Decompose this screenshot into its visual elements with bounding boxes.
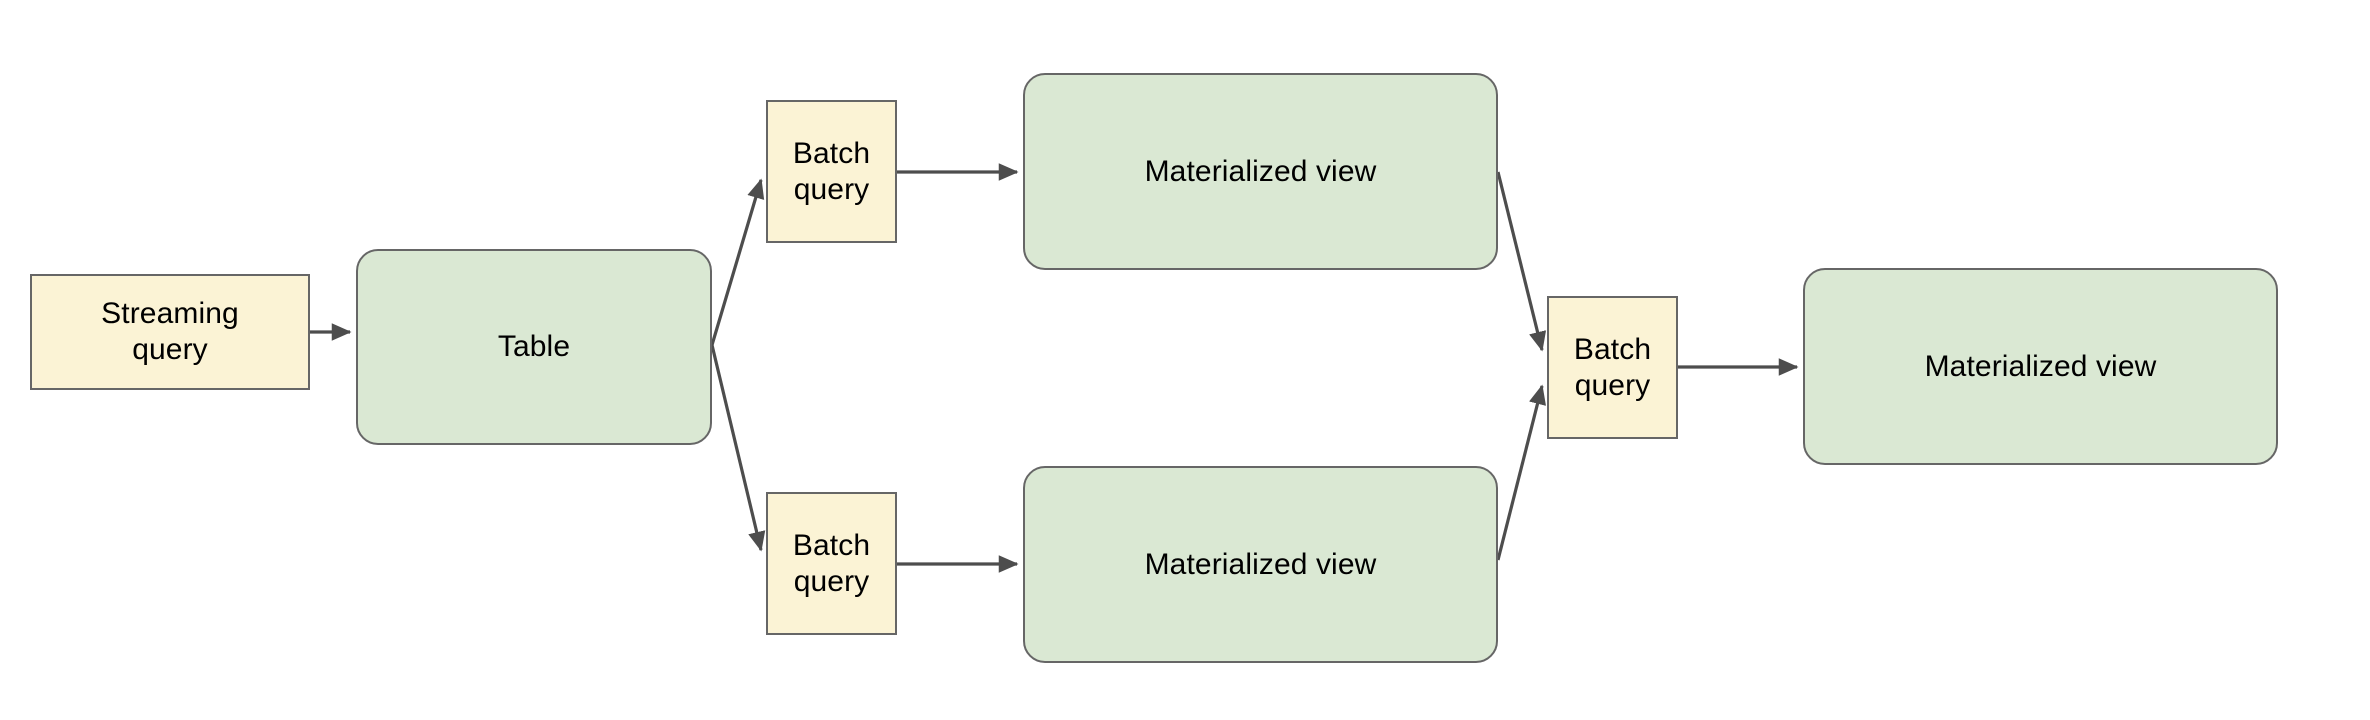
node-materialized-view-final-label: Materialized view: [1924, 349, 2157, 383]
node-streaming-query[interactable]: Streaming query: [30, 274, 310, 390]
node-streaming-query-label: Streaming query: [101, 297, 239, 366]
node-table[interactable]: Table: [356, 249, 712, 445]
edge-table-to-batch-top: [710, 178, 765, 346]
node-batch-query-merge[interactable]: Batch query: [1547, 296, 1678, 439]
node-materialized-view-top-label: Materialized view: [1144, 154, 1377, 188]
node-batch-query-top[interactable]: Batch query: [766, 100, 897, 243]
node-materialized-view-final[interactable]: Materialized view: [1803, 268, 2278, 465]
edge-mv-top-to-batch-merge: [1496, 171, 1547, 352]
node-batch-query-top-label: Batch query: [792, 136, 871, 206]
node-batch-query-bottom-label: Batch query: [792, 528, 871, 598]
node-table-label: Table: [497, 330, 571, 363]
node-batch-query-merge-label: Batch query: [1573, 332, 1652, 402]
edge-table-to-batch-bottom: [710, 344, 766, 552]
edge-mv-bottom-to-batch-merge: [1496, 384, 1546, 561]
node-materialized-view-bottom-label: Materialized view: [1144, 547, 1377, 581]
node-materialized-view-bottom[interactable]: Materialized view: [1023, 466, 1498, 663]
node-materialized-view-top[interactable]: Materialized view: [1023, 73, 1498, 270]
node-batch-query-bottom[interactable]: Batch query: [766, 492, 897, 635]
